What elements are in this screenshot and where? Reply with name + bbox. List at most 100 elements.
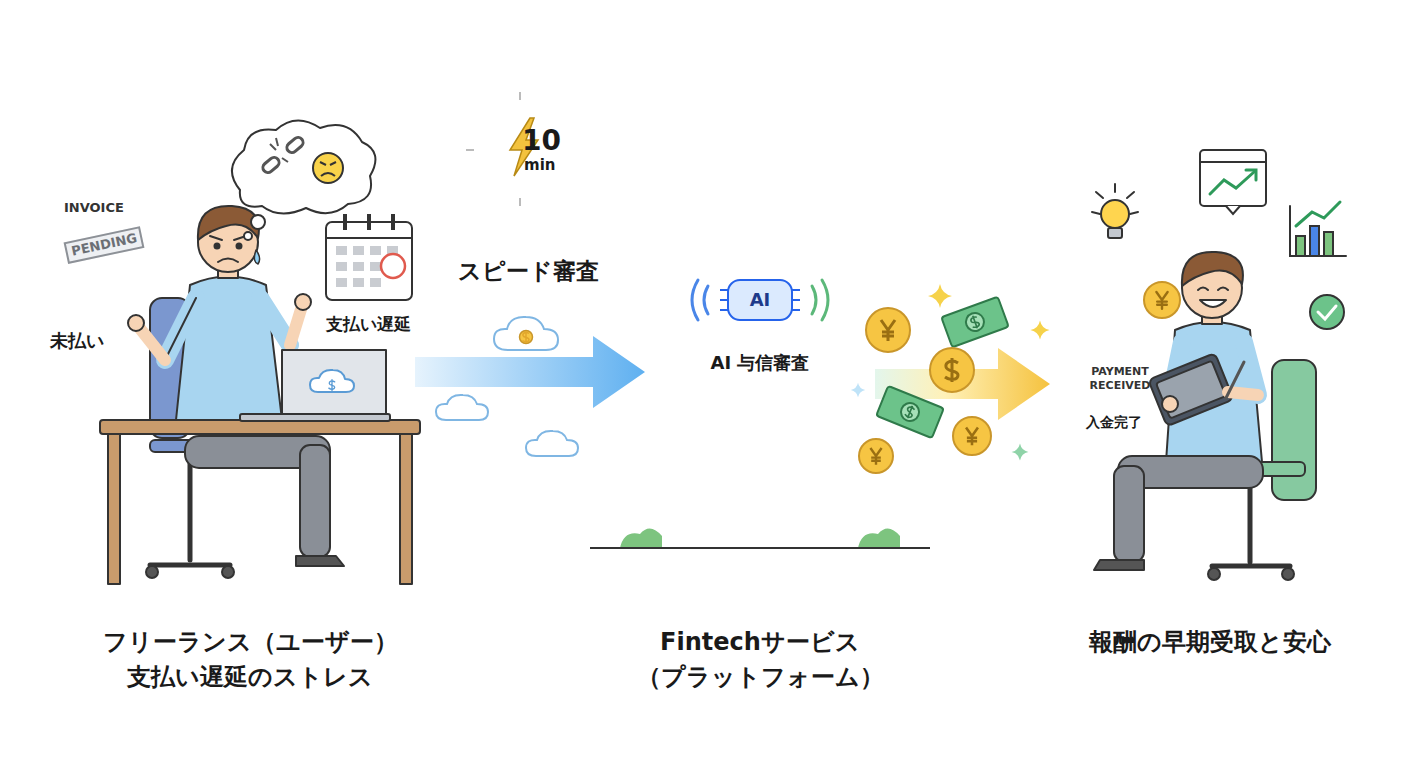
drawing-part	[1272, 360, 1316, 500]
drawing-part	[244, 232, 252, 240]
drawing-part	[1282, 568, 1294, 580]
shape-part	[660, 450, 700, 480]
drawing-part	[232, 120, 376, 213]
drawing-part	[353, 246, 364, 255]
drawing-part	[290, 306, 302, 345]
drawing-part	[812, 280, 828, 320]
node-text: Fintechサービス （プラットフォーム）	[560, 625, 960, 695]
stressed-freelancer	[100, 206, 420, 584]
shape-part	[457, 87, 583, 213]
shape-part	[57, 192, 153, 320]
drawing-part	[108, 434, 120, 584]
node-text: 報酬の早期受取と安心	[1089, 625, 1331, 660]
money-flow	[859, 297, 1009, 473]
drawing-part	[1156, 361, 1226, 419]
annotation-label: スピード審査	[458, 258, 599, 286]
drawing-part	[353, 262, 364, 271]
drawing-part	[329, 380, 335, 391]
drawing-part	[270, 138, 288, 162]
drawing-part	[165, 298, 196, 360]
drawing-part	[215, 244, 220, 249]
drawing-part	[953, 417, 991, 455]
drawing-part	[1144, 282, 1180, 318]
drawing-part	[336, 278, 347, 287]
label-anchor: 未払い	[50, 330, 104, 352]
node-text: 10	[522, 126, 561, 156]
label-anchor: 入金完了	[1086, 414, 1142, 431]
drawing-part	[1212, 564, 1290, 569]
drawing-part	[898, 400, 921, 423]
drawing-part	[138, 326, 165, 360]
node-subtext: AI 与信審査	[709, 352, 812, 374]
ai-brain-chip	[692, 280, 828, 320]
shape-part	[1110, 342, 1130, 362]
bushes	[590, 528, 930, 548]
drawing-part	[966, 428, 978, 446]
drawing-part	[336, 246, 347, 255]
drawing-part	[953, 417, 991, 455]
platform-scene: Fintechサービス （プラットフォーム） AI AI 与信審査	[485, 55, 1035, 695]
drawing-part	[313, 153, 343, 183]
node-text: PAYMENT RECEIVED	[1076, 365, 1164, 393]
drawing-part	[1030, 320, 1049, 339]
drawing-part	[1318, 306, 1336, 319]
drawing-part	[1182, 252, 1243, 286]
drawing-part	[1200, 300, 1226, 307]
calendar-icon	[326, 214, 412, 300]
drawing-part	[466, 92, 520, 206]
drawing-part	[526, 431, 578, 456]
shape-part	[1115, 348, 1126, 356]
drawing-part	[295, 294, 311, 310]
drawing-part	[866, 308, 910, 352]
drawing-part	[1310, 295, 1344, 329]
drawing-part	[941, 297, 1008, 348]
speed-clock: 10min	[452, 82, 588, 218]
drawing-part	[945, 358, 958, 382]
annotation-label: 支払い遅延	[326, 314, 411, 334]
drawing-part	[1226, 206, 1240, 214]
drawing-part	[285, 135, 305, 154]
drawing-part	[851, 383, 865, 397]
drawing-part	[858, 528, 900, 548]
drawing-part	[520, 331, 533, 344]
drawing-part	[904, 404, 916, 419]
payment-card: PAYMENT RECEIVED	[1072, 335, 1168, 411]
drawing-part	[367, 214, 371, 230]
drawing-part	[1208, 568, 1220, 580]
drawing-part	[692, 280, 708, 320]
freelancer-scene: フリーランス（ユーザー） 支払い遅延のストレス	[85, 240, 415, 695]
drawing-part	[150, 563, 230, 568]
node-subtext: min	[524, 156, 555, 174]
drawing-part	[254, 250, 259, 264]
drawing-part	[876, 386, 944, 438]
invoice-document: INVOICEPENDING	[55, 190, 155, 322]
drawing-part	[1210, 172, 1254, 194]
drawing-part	[1114, 466, 1144, 562]
drawing-part	[128, 315, 144, 331]
drawing-part	[969, 315, 980, 330]
node-text: AI	[750, 290, 771, 310]
shape-part	[685, 210, 835, 232]
drawing-part	[720, 290, 800, 310]
drawing-part	[100, 420, 420, 434]
label-anchor: 支払い遅延	[326, 314, 411, 334]
drawing-part	[1198, 288, 1228, 291]
drawing-part	[320, 162, 336, 176]
drawing-part	[1200, 150, 1266, 206]
drawing-part	[1108, 228, 1122, 238]
drawing-part	[329, 380, 335, 391]
shape-part	[795, 430, 860, 470]
drawing-part	[261, 155, 281, 174]
drawing-part	[1148, 353, 1233, 426]
shape-part	[1063, 268, 1367, 572]
drawing-part	[1246, 170, 1256, 180]
shape-part	[67, 290, 115, 308]
drawing-part	[728, 280, 792, 320]
drawing-part	[928, 284, 952, 308]
drawing-part	[1244, 342, 1258, 395]
drawing-part	[261, 135, 305, 174]
shape-part	[1073, 336, 1167, 410]
cloud-icons	[436, 317, 578, 456]
drawing-part	[866, 308, 910, 352]
